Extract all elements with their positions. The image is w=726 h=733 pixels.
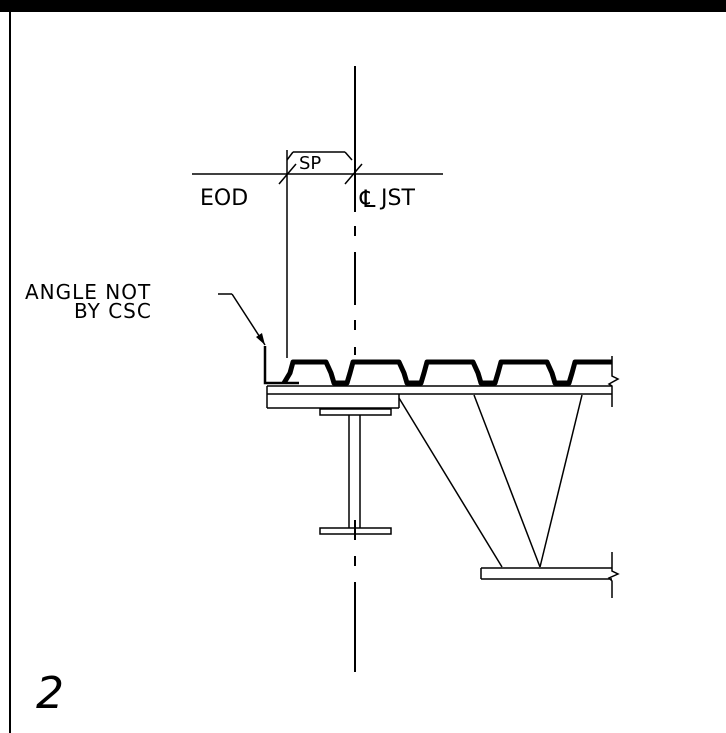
angle-note-line1: ANGLE NOT <box>25 280 151 304</box>
joist-top-chord <box>266 385 612 409</box>
metal-deck-profile <box>281 359 612 386</box>
top-chord-break-icon <box>607 356 620 407</box>
sp-bracket <box>286 151 294 161</box>
tick-eod <box>278 163 297 185</box>
angle-note-line2: BY CSC <box>74 299 152 323</box>
sp-bracket-right <box>344 151 353 161</box>
jst-label: JST <box>379 186 415 211</box>
edge-angle <box>263 346 299 385</box>
steel-beam <box>319 408 392 535</box>
bottom-chord-break-icon <box>607 552 620 598</box>
centerline-symbol: ℄ <box>359 185 376 213</box>
tick-cl <box>344 163 363 185</box>
dimension-lines <box>192 150 443 358</box>
eod-label: EOD <box>200 186 248 211</box>
title-border-bar <box>0 0 726 12</box>
leader-arrow-icon <box>256 333 265 345</box>
joist-bottom-chord <box>480 567 612 580</box>
joist-web <box>398 394 583 568</box>
detail-number: 2 <box>36 668 64 719</box>
sp-label: SP <box>299 153 321 174</box>
